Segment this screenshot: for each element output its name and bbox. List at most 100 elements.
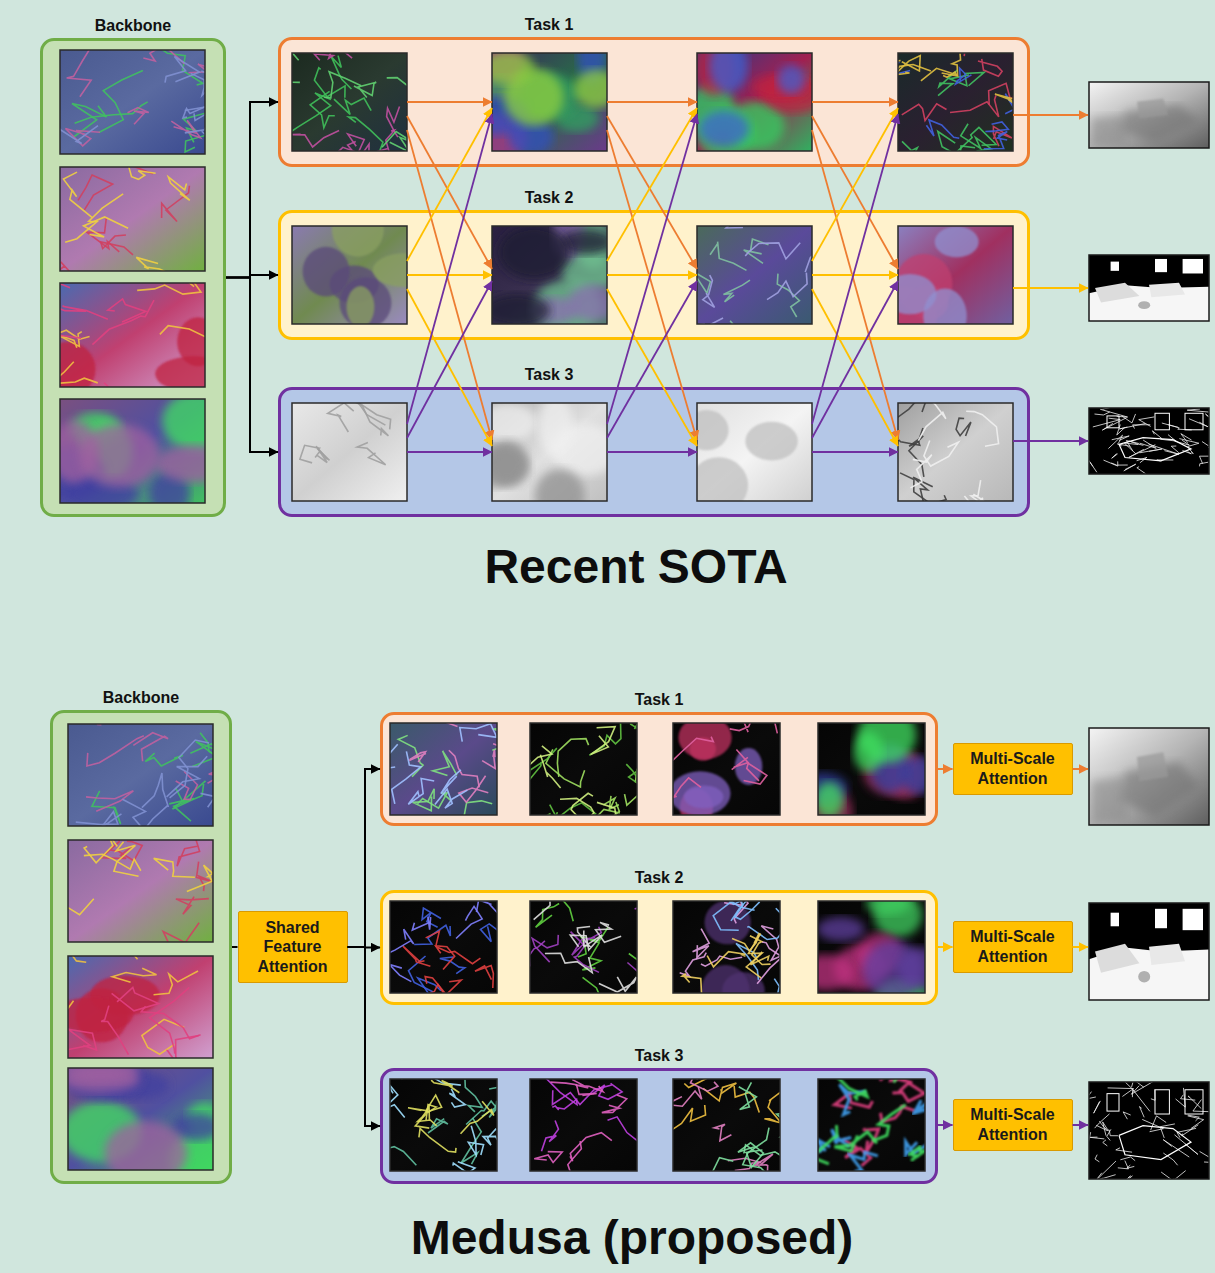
illustration-part [1090, 1137, 1104, 1139]
illustration-part [482, 1086, 497, 1117]
feature-map [68, 956, 213, 1058]
illustration-part [686, 1079, 718, 1091]
connector-arrow [348, 769, 381, 947]
feature-map [898, 403, 1013, 501]
illustration-part [1131, 1082, 1155, 1094]
illustration-part [818, 1125, 837, 1164]
illustration-part [530, 723, 637, 815]
flow-arrow [812, 451, 898, 453]
illustration-part [441, 770, 461, 794]
illustration-part [1155, 259, 1167, 272]
illustration-part [60, 108, 98, 143]
illustration-part [101, 235, 133, 255]
illustration-part [1095, 1155, 1099, 1162]
illustration-part [818, 1079, 925, 1171]
image-frame [898, 226, 1013, 324]
illustration-part [818, 782, 843, 815]
flow-arrow [407, 101, 492, 103]
illustration-part [1095, 1114, 1110, 1128]
illustration-part [1181, 1095, 1196, 1100]
feature-map [492, 403, 607, 501]
illustration-part [426, 931, 455, 969]
illustration-part [682, 974, 701, 993]
node-label: Multi-Scale Attention [958, 1105, 1068, 1144]
node-label: Multi-Scale Attention [958, 749, 1068, 788]
illustration-part [1111, 463, 1127, 465]
illustration-part [1104, 460, 1118, 466]
illustration-part [985, 122, 1008, 132]
flow-arrow [812, 274, 898, 276]
feature-map [292, 226, 407, 324]
illustration-part [713, 901, 754, 930]
illustration-part [898, 64, 931, 75]
illustration-part [1163, 1140, 1189, 1157]
illustration-part [530, 1079, 637, 1171]
illustration-part [1111, 913, 1119, 927]
illustration-part [730, 723, 756, 732]
image-frame [292, 226, 407, 324]
illustration-part [340, 277, 392, 324]
image-frame [673, 1079, 780, 1171]
illustration-part [1129, 441, 1143, 445]
illustration-part [343, 403, 388, 436]
illustration-part [1107, 416, 1119, 428]
illustration-part [1200, 1151, 1209, 1162]
illustration-part [935, 226, 979, 257]
feature-map [697, 403, 812, 501]
image-frame [390, 1079, 497, 1171]
feature-map [530, 723, 637, 815]
illustration-part [104, 1121, 187, 1170]
node-label: Shared Feature Attention [243, 918, 343, 977]
illustration-part [1200, 462, 1209, 466]
attention-box: Multi-Scale Attention [953, 743, 1073, 795]
illustration-part [141, 1006, 200, 1038]
illustration-part [208, 764, 213, 783]
illustration-part [707, 952, 745, 967]
node-heading: Task 1 [525, 16, 574, 34]
image-frame [390, 723, 497, 815]
connector-arrow [226, 278, 278, 453]
illustration-part [112, 968, 156, 982]
illustration-part [357, 442, 386, 464]
feature-map [530, 1079, 637, 1171]
illustration-part [626, 758, 637, 787]
illustration-part [390, 744, 398, 768]
illustration-part [292, 82, 300, 101]
attention-box: Multi-Scale Attention [953, 921, 1073, 973]
connector-arrow [232, 946, 238, 948]
panel-title: Recent SOTA [484, 539, 787, 595]
illustration-part [150, 987, 190, 1053]
illustration-part [99, 70, 143, 132]
illustration-part [902, 104, 947, 121]
node-heading: Backbone [103, 689, 179, 707]
illustration-part [964, 480, 988, 501]
illustration-part [75, 102, 148, 123]
illustration-part [1137, 99, 1168, 119]
illustration-part [1117, 425, 1125, 435]
illustration-part [87, 736, 144, 766]
illustration-part [697, 457, 748, 501]
illustration-part [108, 299, 146, 322]
feature-map [492, 226, 607, 324]
image-frame [1089, 903, 1209, 1000]
image-frame [60, 167, 205, 271]
illustration [5, 25, 1215, 1195]
image-frame [492, 226, 607, 324]
illustration-part [834, 1132, 876, 1151]
illustration-part [292, 130, 339, 146]
illustration-part [900, 473, 946, 501]
flow-arrow [607, 451, 697, 453]
illustration-part [1127, 1165, 1135, 1168]
illustration-part [68, 1001, 74, 1051]
flow-arrow [1013, 287, 1088, 289]
illustration-part [574, 70, 607, 108]
illustration-part [354, 82, 376, 97]
illustration-part [334, 98, 371, 114]
illustration-part [1163, 1153, 1177, 1165]
illustration-part [1193, 1100, 1209, 1112]
illustration-part [1139, 1107, 1144, 1118]
image-frame [492, 403, 607, 501]
illustration-part [483, 1129, 497, 1146]
illustration-part [1119, 1126, 1191, 1160]
illustration-part [873, 1105, 906, 1141]
